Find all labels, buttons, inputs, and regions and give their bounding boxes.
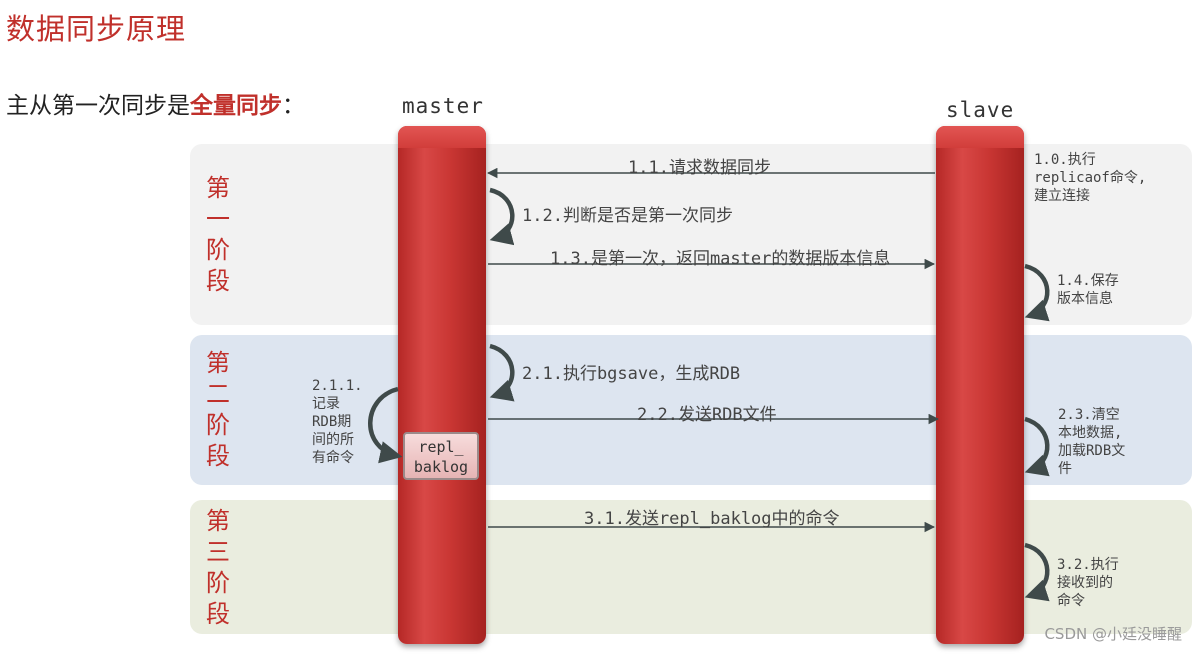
master-lifeline: [398, 126, 486, 644]
page-title: 数据同步原理: [6, 12, 187, 46]
stage-one-band: [190, 144, 1192, 325]
slave-lifeline: [936, 126, 1024, 644]
step-3-1-label: 3.1.发送repl_baklog中的命令: [584, 509, 840, 529]
step-2-2-label: 2.2.发送RDB文件: [637, 405, 777, 425]
loop-arrow-2-1-1: [368, 386, 403, 464]
step-1-1-label: 1.1.请求数据同步: [628, 158, 771, 178]
intro-emphasis: 全量同步: [190, 93, 282, 119]
step-1-4-label: 1.4.保存 版本信息: [1057, 273, 1119, 307]
step-3-2-label: 3.2.执行 接收到的 命令: [1057, 557, 1119, 609]
stage-three-band: [190, 500, 1192, 634]
loop-arrow-2-1: [489, 343, 515, 402]
loop-arrow-2-3: [1024, 416, 1050, 477]
intro-suffix: ：: [282, 93, 305, 119]
intro-text: 主从第一次同步是全量同步：: [6, 86, 305, 120]
intro-prefix: 主从第一次同步是: [6, 93, 190, 119]
loop-arrow-3-2: [1024, 542, 1050, 602]
stage-three-label: 第 三 阶 段: [206, 507, 230, 628]
repl-backlog-box: repl_ baklog: [403, 432, 479, 480]
loop-arrow-1-2: [489, 187, 515, 246]
slave-lane-title: slave: [946, 98, 1015, 122]
step-2-1-label: 2.1.执行bgsave，生成RDB: [522, 364, 741, 384]
step-1-3-label: 1.3.是第一次，返回master的数据版本信息: [550, 249, 891, 269]
stage-two-label: 第 二 阶 段: [206, 349, 230, 470]
step-2-3-label: 2.3.清空 本地数据, 加载RDB文 件: [1058, 407, 1126, 477]
step-1-0-label: 1.0.执行 replicaof命令, 建立连接: [1034, 152, 1147, 204]
master-lane-title: master: [402, 94, 484, 118]
loop-arrow-1-4: [1024, 263, 1050, 322]
stage-one-label: 第 一 阶 段: [206, 174, 230, 295]
watermark: CSDN @小廷没睡醒: [1044, 625, 1182, 643]
step-1-2-label: 1.2.判断是否是第一次同步: [522, 206, 733, 226]
step-2-1-1-label: 2.1.1. 记录 RDB期 间的所 有命令: [312, 378, 363, 466]
